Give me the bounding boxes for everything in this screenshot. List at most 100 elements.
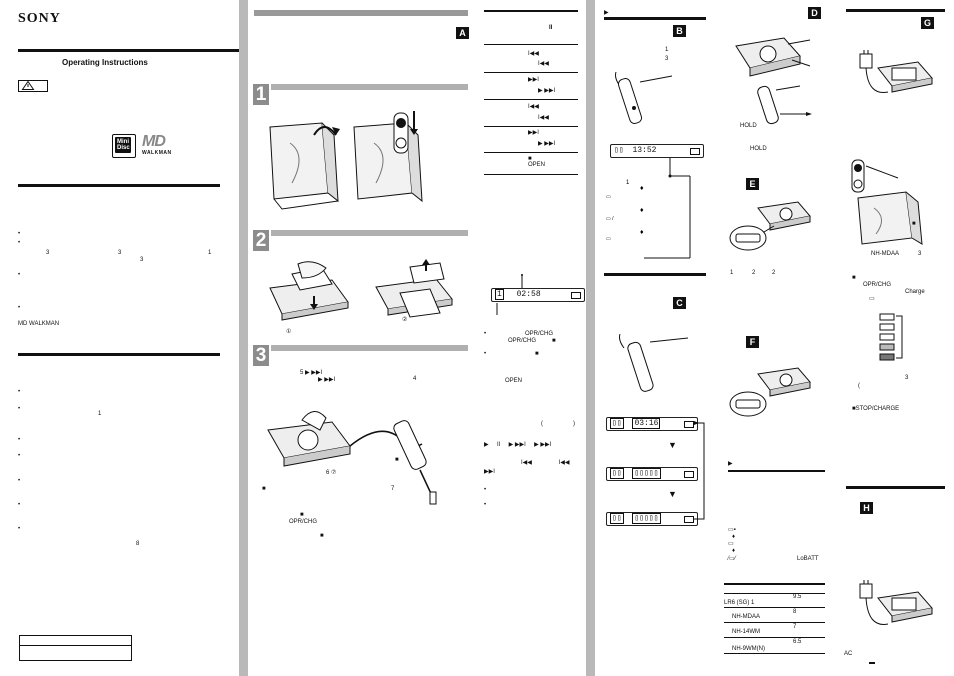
lcd-display-step-2: ▯▯ ▯▯▯▯▯ (606, 467, 698, 481)
lcd-prefix: ▯▯ (610, 468, 624, 479)
open-label: OPEN (505, 378, 523, 384)
svg-text:♦: ♦ (640, 207, 644, 214)
lcd-display-track-time: 1 02:58 (491, 288, 585, 302)
down-arrow-icon: ▼ (668, 489, 677, 499)
note-num: 3 (665, 56, 669, 62)
battery-low-icon: ▭ (728, 541, 734, 547)
gutter-2 (586, 0, 595, 676)
paren: ( (858, 383, 860, 389)
section-letter-b: B (673, 25, 686, 37)
note-num: 3 (918, 251, 922, 257)
op-prev-3: I◀◀ (528, 104, 539, 110)
dc-bar-icon (869, 662, 875, 664)
lcd-display-step-1: ▯▯ 03:16 (606, 417, 698, 431)
remote-control-illustration-2 (619, 333, 689, 392)
step3-stop-right: ■ (395, 457, 399, 463)
gutter-1 (239, 0, 248, 676)
hold-label: HOLD (740, 123, 757, 129)
player-remote-illustration (267, 411, 437, 505)
prev-row: I◀◀ I◀◀ (521, 460, 570, 466)
section-letter-f: F (746, 336, 759, 348)
display-callout-line (521, 274, 523, 290)
svg-text:▭: ▭ (606, 236, 611, 242)
charger-illustration-g (859, 50, 933, 93)
battery-icon (571, 292, 581, 299)
battery-row-value: 9.5 (793, 594, 802, 600)
battery-row-name: NH-9WM(N) (732, 646, 765, 652)
step-bar-3 (271, 345, 468, 351)
bullet: • (18, 272, 21, 278)
hold-label: HOLD (750, 146, 767, 152)
table-row-rule (484, 72, 578, 73)
arrow-marker: ▶ (728, 461, 733, 467)
battery-row-name: NH-MDAA (732, 614, 760, 620)
table-row-rule (484, 44, 578, 45)
battery-table-top (724, 583, 825, 585)
section-letter-e: E (746, 178, 759, 190)
note-num: 3 (46, 250, 50, 256)
bullet: • (18, 453, 21, 459)
brand-logo: SONY (18, 11, 61, 26)
battery-row-name: NH-14WM (732, 629, 760, 635)
table-top-rule (484, 10, 578, 12)
bullet: • (18, 406, 21, 412)
note-num: 1 (730, 270, 734, 276)
lobatt-label: LoBATT (797, 556, 819, 562)
paren: ( (541, 421, 543, 427)
down-arrow-icon: ▼ (668, 440, 677, 450)
op-next-4: ▶ ▶▶I (538, 141, 556, 147)
section-rule-1 (18, 184, 220, 187)
section-rule-2 (18, 353, 220, 356)
battery-table-rule (724, 593, 825, 594)
bullet: • (18, 478, 21, 484)
model-label: MD WALKMAN (18, 321, 60, 327)
svg-text:▭: ▭ (606, 194, 611, 200)
battery-icon (684, 471, 694, 478)
step3-callout-6: 6 ⑦ (326, 470, 337, 476)
track-time: 02:58 (516, 290, 541, 299)
nh-mdaa-label: NH-MDAA (871, 251, 899, 257)
bullet: • (18, 389, 21, 395)
section-letter-g: G (921, 17, 934, 29)
hold-player-illustration (735, 37, 811, 77)
table-row-rule (484, 126, 578, 127)
bullet: • (18, 231, 21, 237)
lcd-prefix: ▯▯ (610, 513, 624, 524)
svg-text:1: 1 (626, 180, 630, 186)
battery-table-rule (724, 637, 825, 638)
step-bar-2 (271, 230, 468, 236)
diamond-icon: ♦ (732, 548, 736, 554)
step3-callout-next: ▶ ▶▶I (318, 377, 336, 383)
note-num: 1 (98, 411, 102, 417)
note-num: 8 (136, 541, 140, 547)
step3-stop: ■ (300, 512, 304, 518)
opr-chg-a: OPR/CHG (525, 331, 554, 337)
lcd-display-clock: ▯▯ 13:52 (610, 144, 704, 158)
bullet: • (484, 351, 487, 357)
battery-icon (684, 516, 694, 523)
op-next-3: ▶▶I (528, 130, 539, 136)
pause-symbol: II (549, 25, 553, 31)
op-stop: ■ (528, 156, 532, 162)
step3-oprchg: OPR/CHG (289, 519, 318, 525)
section-letter-c: C (673, 297, 686, 309)
battery-case-open-illustration (269, 122, 340, 210)
step3-callout-4: 4 (413, 376, 417, 382)
table-row-rule (484, 152, 578, 153)
opr-chg-label: OPR/CHG (863, 282, 892, 288)
clock-prefix: ▯▯ (614, 146, 624, 155)
manual-title: Operating Instructions (62, 58, 148, 67)
note-num: 2 (772, 270, 776, 276)
bullet: • (18, 502, 21, 508)
model-serial-box (19, 635, 132, 661)
op-prev: I◀◀ (528, 51, 539, 57)
lcd-segments: ▯▯▯▯▯ (632, 468, 661, 479)
svg-text:♦: ♦ (640, 185, 644, 192)
battery-icon (690, 148, 700, 155)
track-number: 1 (495, 289, 504, 300)
small-box-icon: ▭ (869, 296, 875, 302)
callout-1: ① (286, 329, 292, 335)
op-prev-4: I◀◀ (538, 115, 549, 121)
bullet: • (18, 240, 21, 246)
battery-insert-illustration (353, 111, 423, 203)
